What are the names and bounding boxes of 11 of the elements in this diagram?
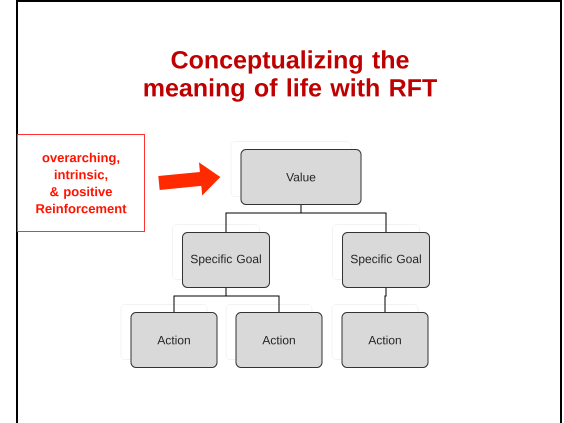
hierarchy-box: Action bbox=[342, 312, 428, 368]
hierarchy-box: Specific Goal bbox=[342, 232, 430, 288]
hierarchy-box: Action bbox=[130, 312, 218, 368]
connector-line bbox=[226, 288, 280, 312]
hierarchy-box: Value bbox=[240, 149, 362, 205]
callout-box: overarching, intrinsic, & positive Reinforcement bbox=[17, 134, 145, 232]
hierarchy-box: Specific Goal bbox=[182, 232, 270, 288]
hierarchy-box: Action bbox=[236, 312, 322, 368]
title: Conceptualizing the meaning of life with RFT bbox=[144, 50, 437, 102]
connector-line bbox=[384, 288, 386, 312]
connector-line bbox=[300, 204, 386, 232]
